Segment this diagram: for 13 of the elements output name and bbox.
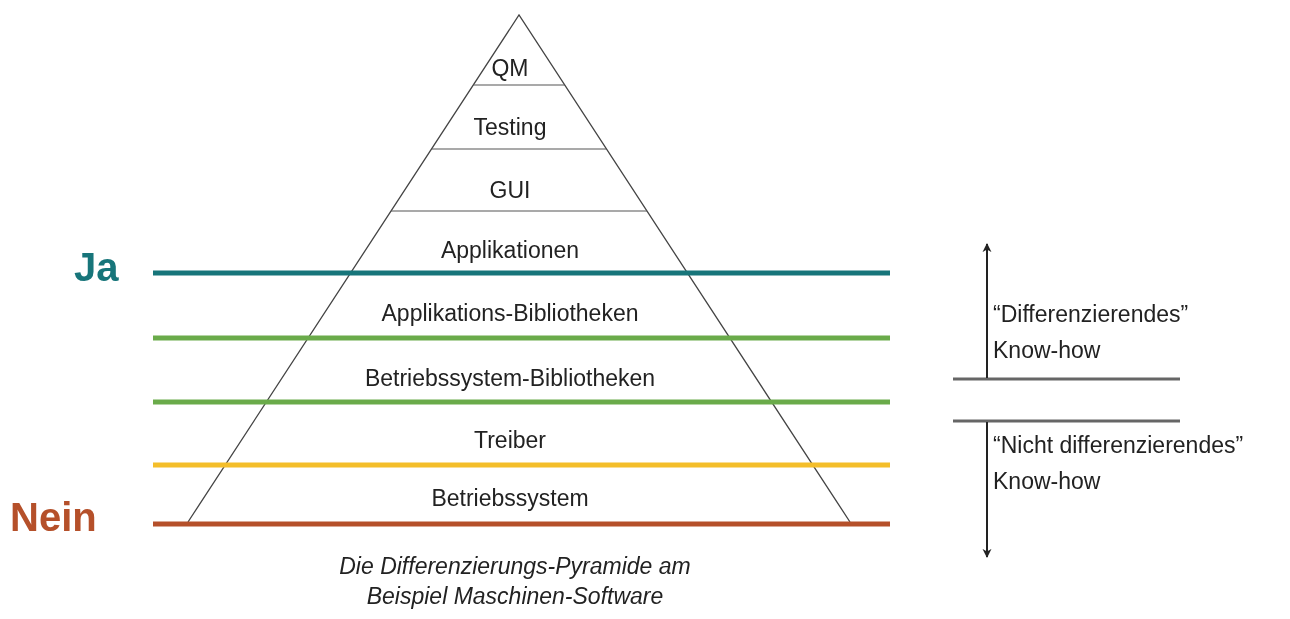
pyramid-layer-label: QM xyxy=(491,54,529,82)
pyramid-layer-label: Testing xyxy=(473,113,547,141)
caption: Die Differenzierungs-Pyramide am Beispiel Maschinen-Software xyxy=(338,552,692,611)
pyramid-layer-label: Treiber xyxy=(474,426,546,454)
pyramid-layer-label: GUI xyxy=(489,176,531,204)
scale-label: Nein xyxy=(10,494,98,541)
know-how-label: “Differenzierendes” Know-how xyxy=(993,300,1190,365)
pyramid-layer-label: Betriebssystem xyxy=(431,484,589,512)
pyramid-layer-label: Betriebssystem-Bibliotheken xyxy=(364,364,656,392)
know-how-label: “Nicht differenzierendes” Know-how xyxy=(993,431,1245,496)
pyramid-layer-label: Applikationen xyxy=(440,236,580,264)
scale-label: Ja xyxy=(74,244,120,291)
pyramid-layer-label: Applikations-Bibliotheken xyxy=(381,299,639,327)
